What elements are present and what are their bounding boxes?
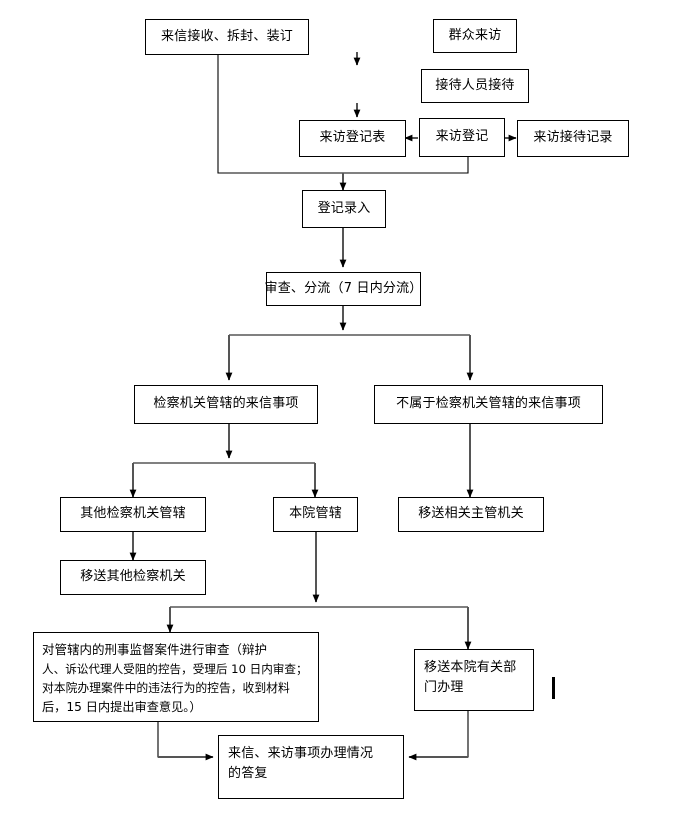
text-cursor-artifact [552, 677, 555, 699]
node-criminal-supervision-review[interactable]: 对管辖内的刑事监督案件进行审查（辩护 人、诉讼代理人受阻的控告，受理后 10 日… [33, 632, 319, 722]
review-line-2: 人、诉讼代理人受阻的控告，受理后 10 日内审查； [42, 662, 308, 677]
node-review-distribute[interactable]: 审查、分流（7 日内分流） [265, 272, 422, 306]
node-letter-intake[interactable]: 来信接收、拆封、装订 [145, 19, 309, 55]
review-line-4: 后，15 日内提出审查意见。） [42, 700, 202, 715]
node-own-court[interactable]: 本院管辖 [273, 497, 358, 532]
node-public-visit[interactable]: 群众来访 [433, 19, 517, 53]
transfer-internal-line-1: 移送本院有关部 [424, 660, 517, 675]
node-not-procuratorate-jurisdiction[interactable]: 不属于检察机关管辖的来信事项 [374, 385, 603, 424]
node-register-entry[interactable]: 登记录入 [302, 190, 386, 228]
node-reply-result-final[interactable] [218, 806, 404, 820]
node-visit-register-form[interactable]: 来访登记表 [299, 120, 406, 157]
node-visit-register[interactable]: 来访登记 [419, 118, 505, 157]
review-line-1: 对管辖内的刑事监督案件进行审查（辩护 [42, 642, 268, 657]
node-transfer-other-procuratorate[interactable]: 移送其他检察机关 [60, 560, 206, 595]
node-receptionist[interactable]: 接待人员接待 [421, 69, 529, 103]
node-visit-reception-record[interactable]: 来访接待记录 [517, 120, 629, 157]
node-reply-box[interactable]: 来信、来访事项办理情况 的答复 [218, 735, 404, 799]
transfer-internal-line-2: 门办理 [424, 680, 464, 696]
review-line-3: 对本院办理案件中的违法行为的控告，收到材料 [42, 681, 290, 696]
node-transfer-internal-dept[interactable]: 移送本院有关部 门办理 [414, 649, 534, 711]
reply-line-1: 来信、来访事项办理情况 [228, 746, 374, 761]
node-procuratorate-jurisdiction[interactable]: 检察机关管辖的来信事项 [134, 385, 318, 424]
reply-line-2: 的答复 [228, 766, 268, 782]
node-transfer-competent-authority[interactable]: 移送相关主管机关 [398, 497, 544, 532]
node-other-procuratorate[interactable]: 其他检察机关管辖 [60, 497, 206, 532]
